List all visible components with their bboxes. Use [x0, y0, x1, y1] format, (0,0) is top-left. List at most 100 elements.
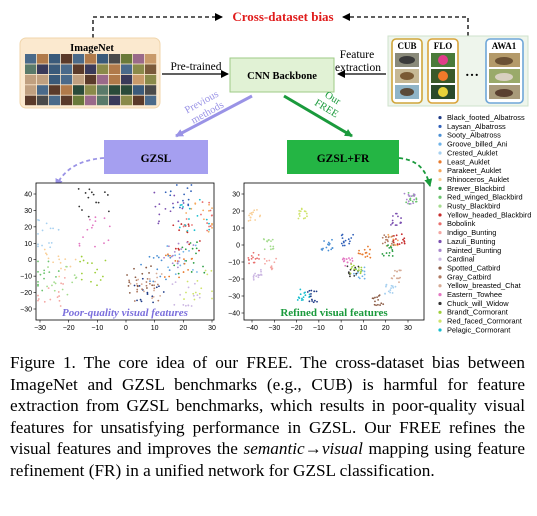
scatter-point — [252, 275, 255, 278]
scatter-point — [351, 266, 354, 268]
y-tick-label: −20 — [20, 290, 32, 297]
scatter-point — [39, 273, 42, 276]
scatter-point — [57, 228, 60, 231]
legend-item: Lazuli_Bunting — [447, 237, 496, 246]
scatter-point — [341, 237, 344, 240]
y-tick-label: 20 — [24, 224, 32, 231]
scatter-point — [47, 287, 50, 289]
scatter-point — [184, 304, 187, 307]
scatter-point — [393, 234, 395, 237]
scatter-point — [400, 241, 403, 244]
scatter-point — [354, 268, 357, 271]
scatter-point — [250, 212, 253, 214]
scatter-point — [146, 287, 148, 289]
scatter-point — [88, 218, 91, 221]
imagenet-thumbnail — [37, 64, 49, 74]
gzsl-fr-box — [287, 140, 399, 174]
scatter-point — [156, 283, 159, 286]
imagenet-thumbnail — [85, 54, 97, 64]
caption-segment: mapping using feature refinement (FR) in… — [10, 439, 525, 480]
scatter-point — [139, 298, 142, 301]
imagenet-thumbnail — [37, 95, 49, 106]
cnn-backbone-label: CNN Backbone — [247, 71, 317, 82]
awa1-label: AWA1 — [492, 41, 517, 51]
scatter-point — [79, 260, 82, 263]
scatter-point — [145, 266, 148, 269]
right-scatter-points — [247, 191, 418, 307]
legend-item: Parakeet_Auklet — [447, 166, 501, 175]
scatter-point — [191, 224, 193, 226]
scatter-point — [250, 254, 253, 257]
scatter-point — [377, 298, 380, 301]
imagenet-thumbnail — [61, 64, 73, 74]
scatter-point — [58, 295, 61, 297]
scatter-point — [182, 206, 184, 208]
scatter-point — [300, 207, 303, 210]
scatter-point — [78, 242, 81, 245]
scatter-point — [59, 305, 62, 307]
scatter-point — [202, 265, 204, 268]
scatter-point — [351, 260, 354, 262]
legend-item: Spotted_Catbird — [447, 263, 500, 272]
scatter-point — [91, 224, 94, 227]
x-tick-label: −40 — [246, 325, 258, 332]
scatter-point — [61, 288, 64, 291]
scatter-point — [173, 250, 176, 253]
scatter-point — [187, 198, 190, 201]
scatter-point — [37, 245, 39, 248]
scatter-point — [360, 270, 362, 273]
scatter-point — [182, 199, 184, 202]
scatter-point — [185, 212, 188, 214]
scatter-point — [168, 269, 171, 272]
scatter-point — [90, 226, 93, 229]
legend-item: Pelagic_Cormorant — [447, 325, 510, 334]
x-tick-label: −10 — [313, 325, 325, 332]
scatter-point — [381, 242, 384, 245]
scatter-point — [394, 285, 397, 288]
scatter-point — [156, 276, 159, 279]
scatter-point — [266, 240, 269, 243]
scatter-point — [157, 222, 160, 225]
scatter-point — [177, 220, 180, 223]
scatter-point — [306, 215, 308, 218]
imagenet-thumbnail — [49, 64, 61, 74]
scatter-point — [84, 192, 87, 194]
scatter-point — [349, 240, 351, 243]
scatter-point — [183, 262, 186, 265]
scatter-point — [127, 285, 130, 287]
x-tick-label: −10 — [91, 325, 103, 332]
scatter-point — [405, 198, 408, 201]
imagenet-thumbnail — [133, 64, 145, 74]
y-tick-label: −10 — [228, 260, 240, 267]
scatter-point — [86, 228, 89, 231]
scatter-point — [355, 272, 358, 275]
scatter-point — [179, 264, 182, 267]
scatter-point — [136, 290, 139, 293]
scatter-point — [187, 204, 190, 207]
scatter-point — [176, 266, 179, 269]
scatter-point — [264, 262, 266, 265]
awa1-dataset-card: AWA1 — [485, 38, 524, 104]
scatter-point — [183, 298, 185, 300]
x-tick-label: 10 — [360, 325, 368, 332]
scatter-point — [341, 244, 344, 247]
scatter-point — [199, 240, 201, 242]
scatter-point — [103, 242, 105, 245]
legend-marker — [438, 301, 442, 306]
scatter-point — [158, 203, 161, 206]
scatter-point — [368, 253, 371, 255]
scatter-point — [41, 229, 44, 232]
scatter-point — [177, 242, 180, 245]
scatter-point — [128, 281, 131, 283]
scatter-point — [380, 302, 383, 305]
scatter-point — [263, 248, 266, 251]
scatter-point — [55, 276, 57, 278]
scatter-point — [387, 290, 390, 293]
legend-marker — [438, 248, 442, 252]
scatter-point — [37, 298, 40, 300]
imagenet-thumbnail — [133, 54, 145, 64]
legend-marker — [438, 310, 442, 314]
imagenet-thumbnail — [73, 54, 85, 64]
scatter-point — [179, 293, 182, 296]
scatter-point — [355, 274, 358, 276]
